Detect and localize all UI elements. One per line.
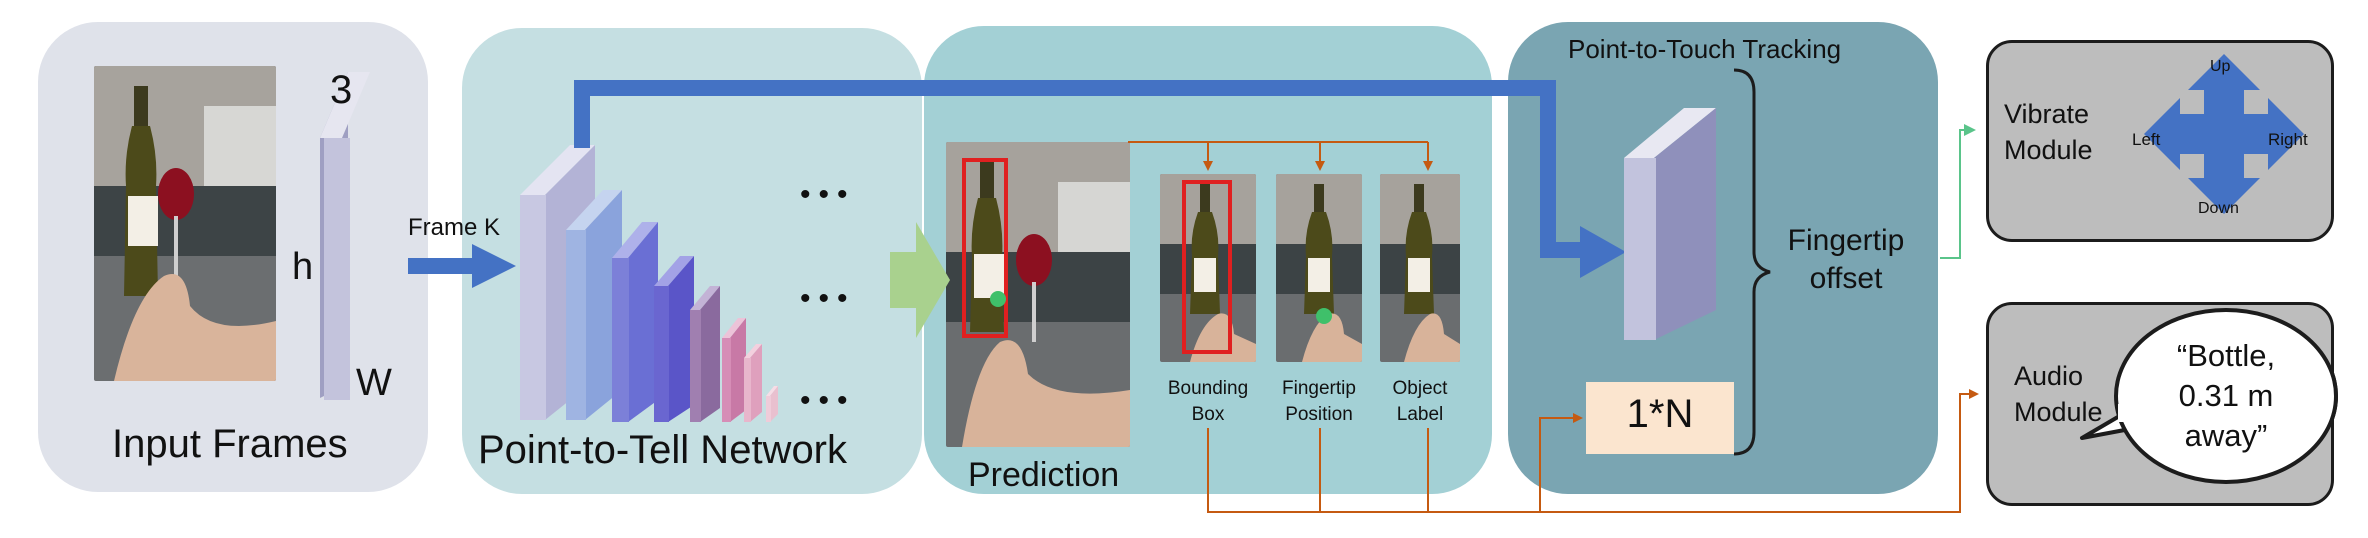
prediction-arrow: [890, 222, 950, 338]
vector-1xN-label: 1*N: [1626, 392, 1694, 436]
audio-speech-text: “Bottle, 0.31 m away”: [2176, 338, 2276, 453]
prediction-output-connectors: [1128, 141, 1433, 171]
dim-channels-label: 3: [330, 68, 353, 112]
output-bounding-box-label: Bounding Box: [1167, 378, 1249, 425]
fingertip-offset-label: Fingertip offset: [1787, 224, 1905, 295]
input-frame-photo: [94, 66, 276, 381]
network-layer-8: [766, 386, 778, 422]
network-layer-3: [612, 222, 658, 422]
dim-height-label: h: [292, 246, 314, 288]
vibrate-module-label: Vibrate Module: [2004, 99, 2093, 165]
input-tensor-slab: [320, 72, 370, 400]
output-fingertip-position-label: Fingertip Position: [1282, 378, 1356, 425]
direction-right-label: Right: [2268, 130, 2308, 149]
bounding-box-photo: [1160, 174, 1256, 362]
output-routing-lines: [1207, 389, 1979, 513]
output-object-label-label: Object Label: [1392, 378, 1448, 425]
network-layer-4: [654, 256, 694, 422]
skip-connection-arrow: [574, 80, 1626, 278]
ellipsis-bottom: •••: [800, 384, 856, 417]
audio-module-label: Audio Module: [2014, 361, 2103, 427]
input-frames-title: Input Frames: [112, 422, 348, 466]
frame-k-label: Frame K: [408, 214, 501, 241]
direction-down-label: Down: [2198, 200, 2239, 217]
ellipsis-top: •••: [800, 178, 856, 211]
point-to-touch-title: Point-to-Touch Tracking: [1568, 34, 1842, 64]
point-to-tell-title: Point-to-Tell Network: [478, 428, 848, 472]
network-layer-6: [722, 318, 746, 422]
direction-left-label: Left: [2132, 130, 2161, 149]
fingertip-position-photo: [1276, 174, 1362, 362]
frame-k-arrow: [408, 244, 516, 288]
direction-up-label: Up: [2210, 58, 2231, 75]
tracking-tensor-slab: [1624, 108, 1716, 340]
prediction-photo: [946, 142, 1130, 447]
brace: [1733, 68, 1771, 456]
vibrate-connector: [1940, 124, 1976, 259]
prediction-title: Prediction: [968, 456, 1120, 494]
network-layer-5: [690, 286, 720, 422]
object-label-photo: [1380, 174, 1460, 362]
network-layer-7: [744, 344, 762, 422]
dim-width-label: W: [356, 362, 392, 404]
vector-1xN-box: [1586, 382, 1734, 454]
ellipsis-middle: •••: [800, 282, 856, 315]
